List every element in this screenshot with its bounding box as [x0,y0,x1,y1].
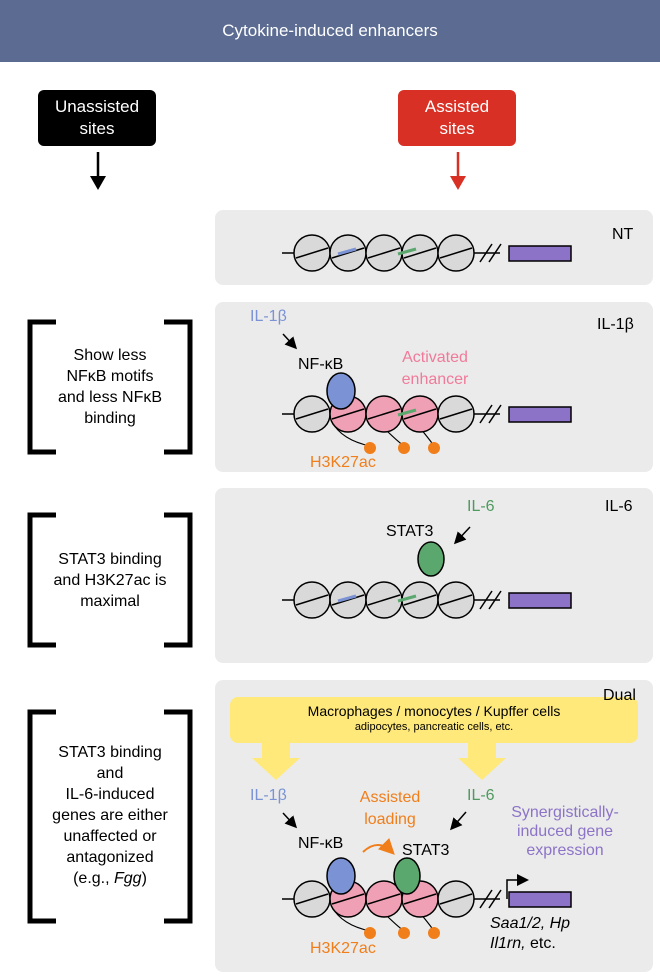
unassisted-line1: Unassisted [54,97,140,116]
dual-side-text: STAT3 binding and IL-6-induced genes are… [38,742,182,889]
il6-arrow [453,526,471,545]
cell-types-line2: adipocytes, pancreatic cells, etc. [354,721,514,733]
h3k27ac-dot [364,442,376,454]
tag-dual: Dual [603,687,636,704]
transcription-start-arrow [506,874,529,899]
side-line: maximal [80,593,140,610]
h3k27ac-dot [398,927,410,939]
page-title: Cytokine-induced enhancers [222,21,438,40]
unassisted-down-arrow [90,152,106,190]
dual-yellow-arrows [252,743,506,780]
il1b-chromatin [282,333,572,454]
il1b-cytokine-label: IL-1β [250,308,287,325]
dual-gene-box [508,891,572,908]
dual-il1b-arrow [282,812,298,829]
side-line: IL-6-induced [65,786,155,803]
side-line: STAT3 binding [58,744,162,761]
cell-types-line1: Macrophages / monocytes / Kupffer cells [307,703,561,719]
dual-chromatin [282,811,572,939]
loading-line1: Assisted [359,789,421,806]
header-banner: Cytokine-induced enhancers [0,0,660,62]
assisted-down-arrow [450,152,466,190]
il1b-arrow [282,333,298,350]
example-gene: Fgg [114,870,142,887]
il6-chromatin [282,526,572,619]
genes-line2-italic: Il1rn, [490,935,526,952]
stat3-protein [393,857,421,895]
assisted-line2: sites [439,119,475,138]
nfkb-label: NF-κB [298,356,344,373]
side-line: binding [84,410,136,427]
side-example: (e.g., Fgg) [38,868,182,889]
nt-chromatin [282,234,572,272]
bracket-dual [27,709,193,924]
il6-gene-box [508,592,572,609]
h3k27ac-label: H3K27ac [310,454,376,471]
il6-side-text: STAT3 binding and H3K27ac is maximal [40,549,180,612]
side-line: Show less [73,347,147,364]
il6-cytokine-label: IL-6 [467,498,495,515]
synergy-line1: Synergistically- [511,804,619,821]
genes-line1: Saa1/2, Hp [490,915,571,932]
assisted-loading-arrow [362,837,395,855]
side-line: STAT3 binding [58,551,162,568]
tag-nt: NT [612,226,634,243]
genes-line2-rest: etc. [525,935,556,952]
side-line: genes are either [52,807,168,824]
assisted-sites-label: Assisted sites [398,90,516,146]
dual-h3k27ac-label: H3K27ac [310,940,376,957]
tag-il1b: IL-1β [597,316,634,333]
synergy-line3: expression [526,842,604,859]
dual-il1b-label: IL-1β [250,787,287,804]
tag-il6: IL-6 [605,498,633,515]
activated-enhancer-label: Activated enhancer [390,347,480,391]
target-genes-label: Saa1/2, Hp Il1rn, etc. [490,914,570,954]
dual-il6-arrow [450,811,467,831]
side-line: NFκB motifs [66,368,154,385]
bracket-il6 [27,512,193,648]
nfkb-protein [326,857,356,895]
dual-stat3-label: STAT3 [402,842,450,859]
nfkb-protein [326,372,356,410]
il1b-gene-box [508,406,572,423]
assisted-line1: Assisted [424,97,490,116]
synergy-line2: induced gene [516,823,614,840]
dual-il6-label: IL-6 [467,787,495,804]
nt-gene-box [508,245,572,262]
enhancer-line1: Activated [402,349,468,366]
unassisted-line2: sites [79,119,115,138]
bracket-il1b [27,319,193,455]
example-suffix: ) [141,870,147,887]
h3k27ac-dot [398,442,410,454]
assisted-loading-label: Assisted loading [350,787,430,831]
side-line: unaffected or [63,828,157,845]
side-line: antagonized [66,849,154,866]
unassisted-sites-label: Unassisted sites [38,90,156,146]
cell-types-box: Macrophages / monocytes / Kupffer cells … [230,697,638,743]
example-prefix: (e.g., [73,870,114,887]
side-line: and H3K27ac is [53,572,167,589]
loading-line2: loading [364,811,416,828]
side-line: and less NFκB [57,389,163,406]
dual-nfkb-label: NF-κB [298,835,344,852]
side-line: and [96,765,124,782]
stat3-label: STAT3 [386,523,434,540]
il1b-side-text: Show less NFκB motifs and less NFκB bind… [40,345,180,429]
h3k27ac-dot [428,442,440,454]
h3k27ac-dot [364,927,376,939]
enhancer-line2: enhancer [401,371,469,388]
synergy-label: Synergistically- induced gene expression [502,803,628,860]
h3k27ac-dot [428,927,440,939]
stat3-protein [417,541,445,577]
